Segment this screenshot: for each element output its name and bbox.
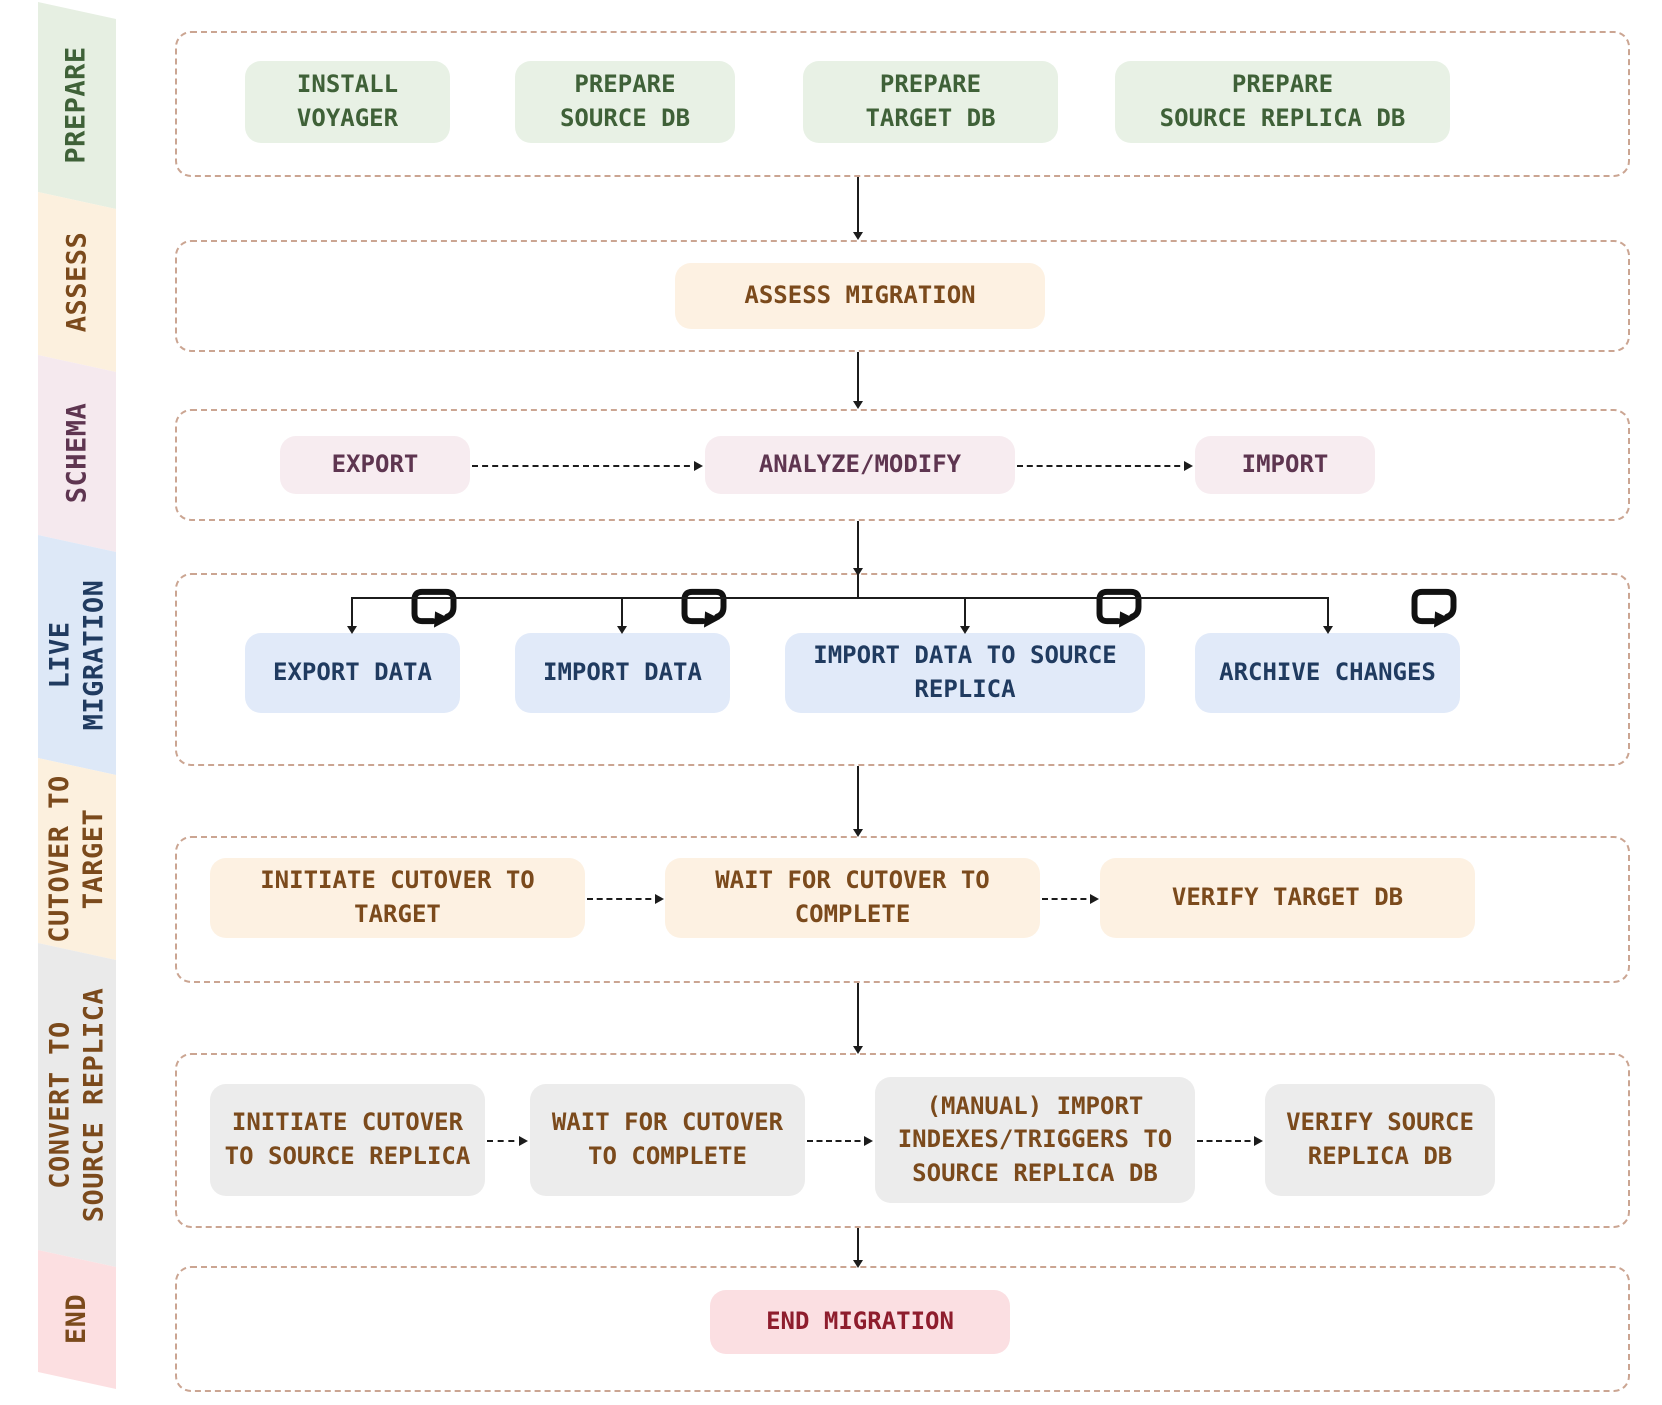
phase-row-assess xyxy=(175,240,1630,352)
phase-label-convert-to-source-replica: CONVERT TO SOURCE REPLICA xyxy=(43,987,110,1223)
phase-ribbon-end: END xyxy=(38,1250,116,1389)
node-import-schema: IMPORT xyxy=(1195,436,1375,494)
connector-wait-to-verify xyxy=(1042,894,1099,904)
phase-label-schema: SCHEMA xyxy=(61,403,92,504)
phase-label-live-migration: LIVE MIGRATION xyxy=(43,579,109,731)
phase-ribbon-live-migration: LIVE MIGRATION xyxy=(38,535,116,775)
phase-row-cutover-to-target xyxy=(175,836,1630,983)
node-archive-changes: ARCHIVE CHANGES xyxy=(1195,633,1460,713)
phase-label-cutover-to-target: CUTOVER TO TARGET xyxy=(43,775,109,943)
phase-row-live-migration xyxy=(175,573,1630,766)
phase-ribbon-cutover-to-target: CUTOVER TO TARGET xyxy=(38,758,116,960)
phase-label-assess: ASSESS xyxy=(61,231,92,333)
repeat-icon xyxy=(411,588,457,628)
connector-analyze-to-import xyxy=(1017,461,1193,471)
connector-wait-to-manual-import xyxy=(807,1136,873,1146)
connector-cutover-to-convert xyxy=(853,983,863,1054)
node-verify-target-db: VERIFY TARGET DB xyxy=(1100,858,1475,938)
connector-initiate-to-wait-replica xyxy=(487,1136,528,1146)
connector-schema-to-live xyxy=(853,521,863,576)
node-end-migration: END MIGRATION xyxy=(710,1290,1010,1354)
repeat-icon xyxy=(681,588,727,628)
connector-drop-export-data xyxy=(347,597,357,634)
phase-ribbon-assess: ASSESS xyxy=(38,192,116,372)
phase-label-end: END xyxy=(60,1294,92,1345)
connector-branch-stub xyxy=(857,573,859,597)
phase-ribbon-convert-to-source-replica: CONVERT TO SOURCE REPLICA xyxy=(38,943,116,1267)
node-initiate-cutover-to-target: INITIATE CUTOVER TO TARGET xyxy=(210,858,585,938)
repeat-icon xyxy=(1096,588,1142,628)
node-prepare-target-db: PREPARE TARGET DB xyxy=(803,61,1058,143)
connector-convert-to-end xyxy=(853,1228,863,1268)
node-assess-migration: ASSESS MIGRATION xyxy=(675,263,1045,329)
connector-live-to-cutover xyxy=(853,766,863,837)
phase-ribbon-schema: SCHEMA xyxy=(38,355,116,552)
connector-initiate-to-wait xyxy=(587,894,664,904)
node-wait-for-cutover-to-complete: WAIT FOR CUTOVER TO COMPLETE xyxy=(665,858,1040,938)
node-prepare-source-replica-db: PREPARE SOURCE REPLICA DB xyxy=(1115,61,1450,143)
node-verify-source-replica-db: VERIFY SOURCE REPLICA DB xyxy=(1265,1084,1495,1196)
node-analyze-modify: ANALYZE/MODIFY xyxy=(705,436,1015,494)
phase-row-convert-to-source-replica xyxy=(175,1053,1630,1228)
phase-row-schema xyxy=(175,409,1630,521)
node-wait-for-cutover-to-complete-replica: WAIT FOR CUTOVER TO COMPLETE xyxy=(530,1084,805,1196)
node-export-schema: EXPORT xyxy=(280,436,470,494)
node-import-data: IMPORT DATA xyxy=(515,633,730,713)
node-export-data: EXPORT DATA xyxy=(245,633,460,713)
phase-row-end xyxy=(175,1266,1630,1392)
repeat-icon xyxy=(1411,588,1457,628)
connector-branch-line xyxy=(352,597,1328,599)
node-import-data-to-source-replica: IMPORT DATA TO SOURCE REPLICA xyxy=(785,633,1145,713)
connector-export-to-analyze xyxy=(472,461,703,471)
connector-prepare-to-assess xyxy=(853,177,863,240)
node-manual-import-indexes-triggers: (MANUAL) IMPORT INDEXES/TRIGGERS TO SOUR… xyxy=(875,1077,1195,1203)
phase-row-prepare xyxy=(175,31,1630,177)
connector-drop-archive-changes xyxy=(1323,597,1333,634)
connector-assess-to-schema xyxy=(853,352,863,409)
phase-label-prepare: PREPARE xyxy=(61,46,92,165)
node-initiate-cutover-to-source-replica: INITIATE CUTOVER TO SOURCE REPLICA xyxy=(210,1084,485,1196)
node-prepare-source-db: PREPARE SOURCE DB xyxy=(515,61,735,143)
connector-manual-import-to-verify xyxy=(1197,1136,1263,1146)
connector-drop-import-data xyxy=(617,597,627,634)
phase-ribbon-prepare: PREPARE xyxy=(38,2,116,209)
node-install-voyager: INSTALL VOYAGER xyxy=(245,61,450,143)
connector-drop-import-source-replica xyxy=(960,597,970,634)
